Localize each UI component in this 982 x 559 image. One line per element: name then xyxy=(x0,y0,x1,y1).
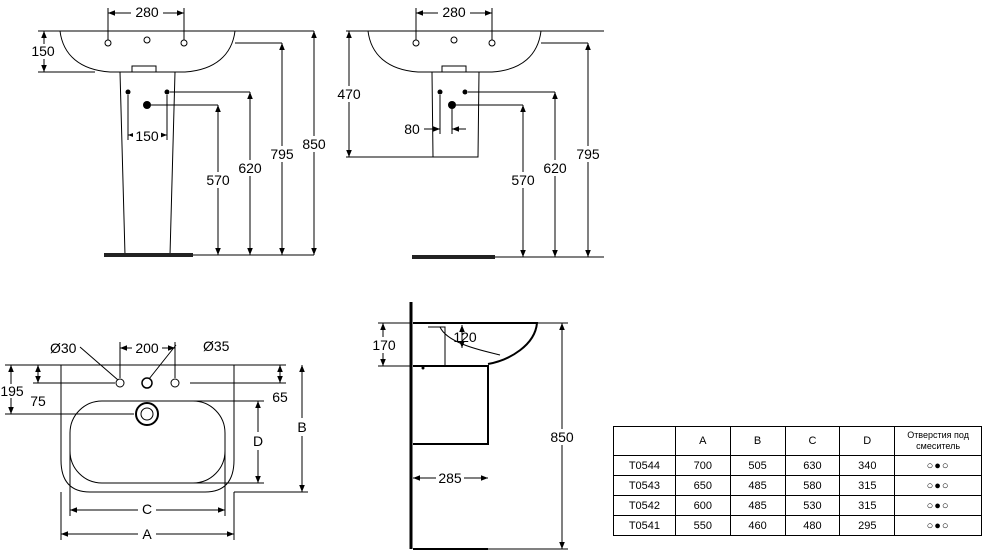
table-cell: T0542 xyxy=(613,495,676,516)
basin-outline xyxy=(59,30,236,73)
table-cell: 340 xyxy=(839,455,896,476)
dim-bolt-spacing: 150 xyxy=(135,128,159,144)
table-row: T0541 550 460 480 295 ○●○ xyxy=(613,515,982,536)
table-cell: T0544 xyxy=(613,455,676,476)
dim-tap-spacing: 280 xyxy=(135,4,159,20)
table-cell: 315 xyxy=(839,475,896,496)
dimensions-table: A B C D Отверстия под смеситель T0544 70… xyxy=(613,426,982,536)
table-header-cell: D xyxy=(839,426,896,456)
table-header-cell: Отверстия под смеситель xyxy=(894,426,982,456)
table-cell: 315 xyxy=(839,495,896,516)
table-header-cell xyxy=(613,426,676,456)
dim-b: B xyxy=(297,419,306,435)
table-row: T0543 650 485 580 315 ○●○ xyxy=(613,475,982,496)
table-cell: 650 xyxy=(674,475,731,496)
table-cell: 530 xyxy=(784,495,841,516)
table-cell: ○●○ xyxy=(894,455,982,476)
table-cell: 485 xyxy=(729,475,786,496)
table-row: T0544 700 505 630 340 ○●○ xyxy=(613,455,982,476)
front-view-semi-pedestal: 280 470 80 570 620 795 xyxy=(336,4,604,259)
dim-depth-bowl: 65 xyxy=(272,389,288,405)
dim-hole-large: Ø35 xyxy=(203,338,230,354)
dim-rim-height: 795 xyxy=(270,146,294,162)
side-view: 170 120 285 850 xyxy=(370,302,576,550)
dim-depth-holes: 75 xyxy=(30,393,46,409)
table-cell: ○●○ xyxy=(894,495,982,516)
table-cell: T0541 xyxy=(613,515,676,536)
table-header-cell: C xyxy=(784,426,841,456)
table-header-cell: A xyxy=(674,426,731,456)
dim-outlet-height: 570 xyxy=(206,172,230,188)
dim-c: C xyxy=(142,501,152,517)
table-cell: 460 xyxy=(729,515,786,536)
dim-rim-height: 795 xyxy=(576,146,600,162)
dim-depth-rear: 195 xyxy=(0,383,24,399)
table-cell: 700 xyxy=(674,455,731,476)
dim-outlet-offset: 80 xyxy=(404,121,420,137)
dim-bowl-height: 150 xyxy=(31,43,55,59)
table-cell: ○●○ xyxy=(894,515,982,536)
table-cell: 600 xyxy=(674,495,731,516)
table-header-cell: B xyxy=(729,426,786,456)
bowl-outline xyxy=(69,400,226,484)
table-cell: ○●○ xyxy=(894,475,982,496)
dim-d: D xyxy=(253,433,263,449)
table-cell: 550 xyxy=(674,515,731,536)
dim-bowl-depth: 170 xyxy=(372,337,396,353)
dim-outlet-height: 570 xyxy=(511,172,535,188)
dim-hole-spacing: 200 xyxy=(135,340,159,356)
dim-total-height: 850 xyxy=(302,136,326,152)
dim-wall-height: 470 xyxy=(337,86,361,102)
table-row: T0542 600 485 530 315 ○●○ xyxy=(613,495,982,516)
table-cell: 295 xyxy=(839,515,896,536)
dim-a: A xyxy=(142,526,152,542)
dim-waste-depth: 120 xyxy=(453,329,477,345)
dim-fixing-height: 620 xyxy=(238,160,262,176)
basin-outline xyxy=(367,30,542,73)
table-header-row: A B C D Отверстия под смеситель xyxy=(613,426,982,456)
table-cell: 630 xyxy=(784,455,841,476)
semi-pedestal-outline xyxy=(431,71,480,158)
front-view-pedestal: 280 150 150 570 620 795 850 xyxy=(31,4,328,257)
table-cell: 480 xyxy=(784,515,841,536)
plan-view: Ø30 Ø35 200 195 75 65 D B xyxy=(0,338,310,542)
dim-total-height: 850 xyxy=(550,429,574,445)
table-cell: 580 xyxy=(784,475,841,496)
dim-tap-spacing: 280 xyxy=(442,4,466,20)
dim-hole-small: Ø30 xyxy=(50,340,77,356)
table-cell: T0543 xyxy=(613,475,676,496)
table-cell: 485 xyxy=(729,495,786,516)
table-cell: 505 xyxy=(729,455,786,476)
dim-fixing-height: 620 xyxy=(543,160,567,176)
dim-projection: 285 xyxy=(438,470,462,486)
